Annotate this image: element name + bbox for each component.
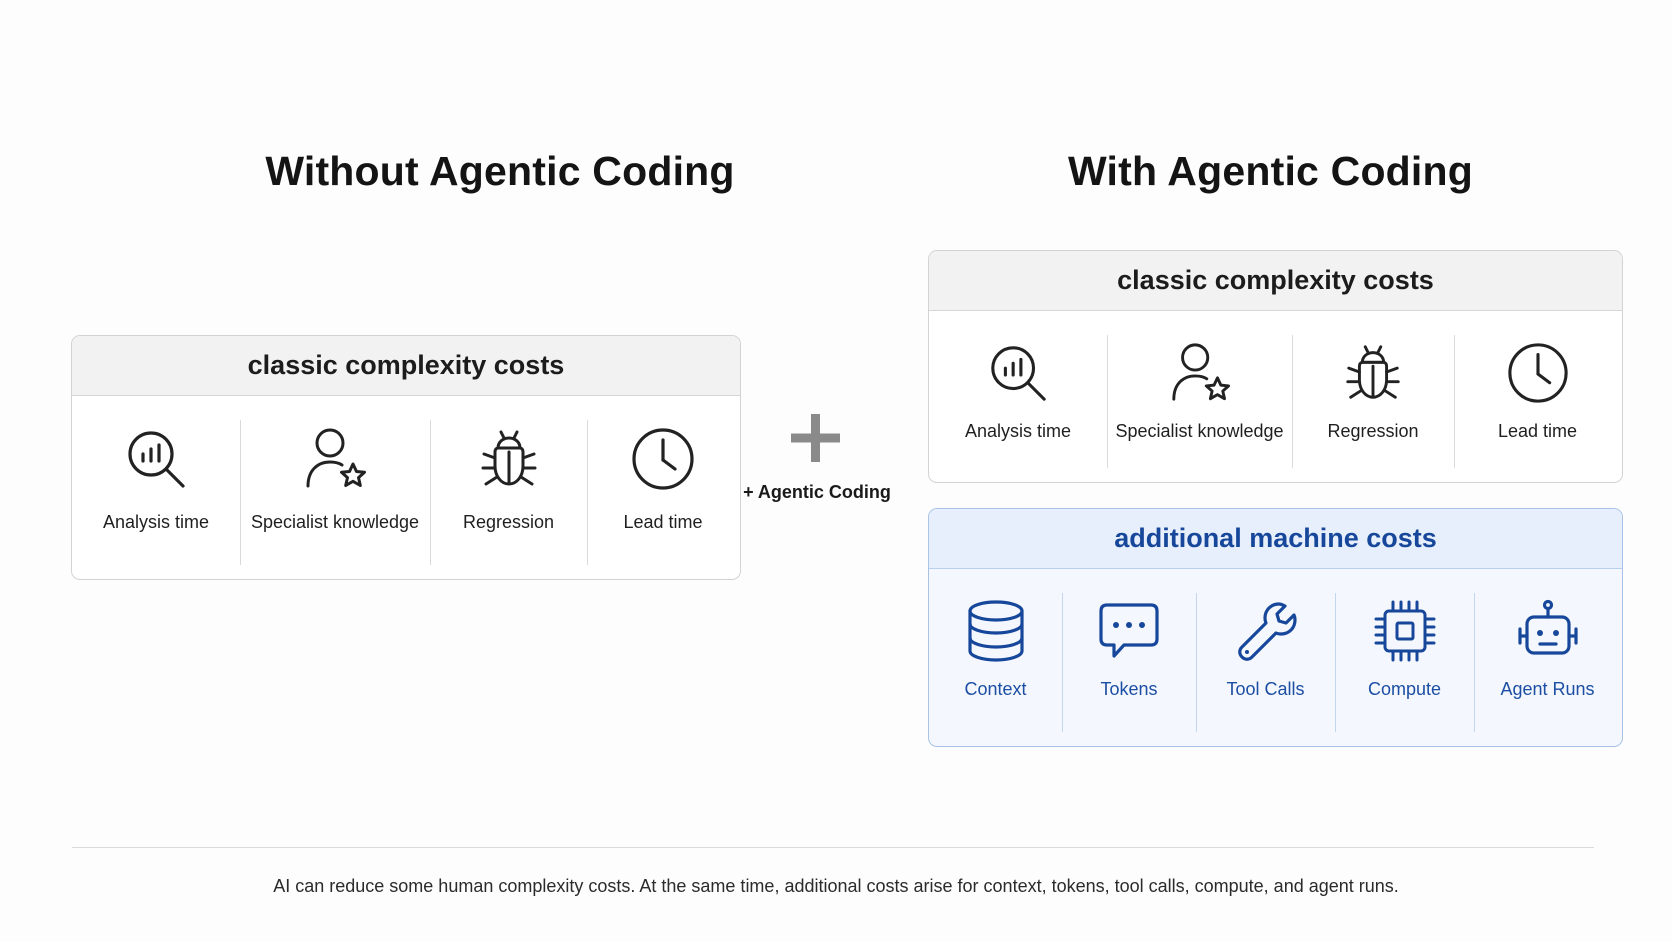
cost-label: Compute [1367, 679, 1442, 699]
magnifier-chart-icon [123, 426, 189, 492]
left-classic-costs-panel: classic complexity costs Analysis time [71, 335, 741, 580]
left-cost-analysis-time: Analysis time [72, 396, 240, 579]
cpu-chip-icon [1374, 599, 1436, 663]
footer-divider [72, 847, 1594, 848]
right-cost-lead-time: Lead time [1454, 311, 1621, 482]
cost-label: Tokens [1100, 679, 1158, 699]
cost-label: Specialist knowledge [250, 512, 420, 532]
cost-label: Lead time [623, 512, 703, 532]
left-cost-regression: Regression [430, 396, 587, 579]
heading-without-agentic-coding: Without Agentic Coding [265, 148, 735, 194]
right-cost-specialist-knowledge: Specialist knowledge [1107, 311, 1292, 482]
cost-label: Agent Runs [1500, 679, 1595, 699]
right-classic-costs-title: classic complexity costs [929, 251, 1622, 311]
robot-icon [1517, 599, 1579, 663]
person-star-icon [1168, 341, 1232, 405]
additional-machine-costs-title: additional machine costs [929, 509, 1622, 569]
cost-label: Regression [1327, 421, 1419, 441]
machine-cost-context: Context [929, 569, 1062, 746]
left-cost-lead-time: Lead time [587, 396, 739, 579]
cost-label: Lead time [1497, 421, 1578, 441]
cost-label: Context [964, 679, 1027, 699]
heading-with-agentic-coding: With Agentic Coding [1068, 148, 1474, 194]
left-cost-specialist-knowledge: Specialist knowledge [240, 396, 430, 579]
machine-cost-tokens: Tokens [1062, 569, 1196, 746]
additional-machine-costs-panel: additional machine costs Context [928, 508, 1623, 747]
bug-icon [476, 426, 542, 492]
bug-icon [1341, 341, 1405, 405]
machine-cost-agent-runs: Agent Runs [1474, 569, 1621, 746]
right-cost-analysis-time: Analysis time [929, 311, 1107, 482]
cost-label: Analysis time [964, 421, 1072, 441]
cost-label: Analysis time [102, 512, 210, 532]
person-star-icon [302, 426, 368, 492]
database-icon [965, 599, 1027, 663]
right-cost-regression: Regression [1292, 311, 1454, 482]
chat-bubble-icon [1098, 599, 1160, 663]
clock-icon [630, 426, 696, 492]
cost-label: Regression [462, 512, 555, 532]
machine-cost-tool-calls: Tool Calls [1196, 569, 1335, 746]
cost-label: Tool Calls [1226, 679, 1305, 699]
footnote: AI can reduce some human complexity cost… [273, 876, 1399, 896]
left-classic-costs-title: classic complexity costs [72, 336, 740, 396]
magnifier-chart-icon [986, 341, 1050, 405]
agentic-coding-connector-label: + Agentic Coding [743, 482, 891, 502]
cost-label: Specialist knowledge [1115, 421, 1284, 441]
wrench-icon [1235, 599, 1297, 663]
machine-cost-compute: Compute [1335, 569, 1474, 746]
clock-icon [1506, 341, 1570, 405]
right-classic-costs-panel: classic complexity costs Analysis time [928, 250, 1623, 483]
plus-sign-icon [757, 414, 877, 474]
